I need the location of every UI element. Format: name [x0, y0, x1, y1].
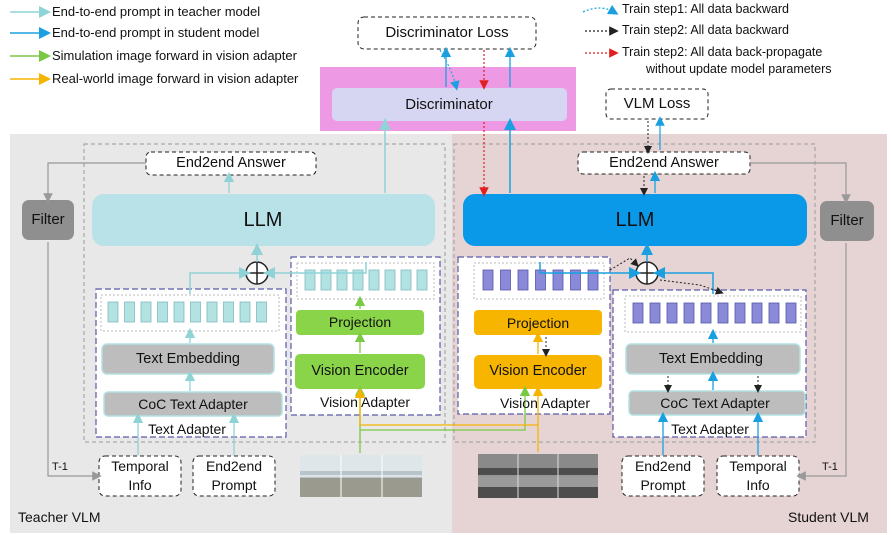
- teacher-text-token: [223, 301, 234, 323]
- discriminator-label: Discriminator: [405, 96, 493, 113]
- teacher-llm: [92, 194, 435, 246]
- student-coc-adapter: [628, 390, 806, 416]
- teacher-text-token: [157, 301, 168, 323]
- teacher-vision-token: [336, 269, 348, 291]
- discriminator-loss-label: Discriminator Loss: [385, 24, 509, 41]
- legend-simulation-forward: Simulation image forward in vision adapt…: [52, 48, 297, 63]
- teacher-coc-label: CoC Text Adapter: [138, 396, 248, 412]
- student-vision-encoder: [474, 355, 602, 389]
- teacher-vision-adapter-label: Vision Adapter: [319, 394, 411, 410]
- vlm-loss-box: [605, 88, 709, 120]
- legend-step2-propagate-2: without update model parameters: [646, 62, 832, 76]
- student-prompt: [621, 455, 705, 497]
- student-temporal-label-1: Temporal: [729, 458, 787, 474]
- teacher-prompt-label-1: End2end: [205, 458, 263, 474]
- teacher-vlm-title: Teacher VLM: [18, 509, 101, 525]
- teacher-temporal-info: [98, 455, 182, 497]
- student-text-token: [683, 302, 695, 324]
- teacher-vision-token: [416, 269, 428, 291]
- student-vision-token: [482, 269, 494, 291]
- teacher-vision-token: [384, 269, 396, 291]
- teacher-vision-token: [320, 269, 332, 291]
- student-t-minus-1: T-1: [822, 461, 838, 473]
- student-vision-token: [500, 269, 511, 291]
- teacher-text-token: [107, 301, 119, 323]
- teacher-filter-label: Filter: [31, 211, 65, 228]
- student-vision-token: [570, 269, 581, 291]
- student-filter: [820, 201, 874, 241]
- teacher-answer-label: End2end Answer: [176, 155, 286, 171]
- teacher-text-token: [140, 301, 152, 323]
- teacher-text-token: [173, 301, 185, 323]
- legend-step1: Train step1: All data backward: [622, 2, 789, 16]
- real-world-images: [478, 454, 598, 498]
- student-answer-label: End2end Answer: [609, 155, 719, 171]
- teacher-text-embedding-label: Text Embedding: [136, 351, 240, 367]
- vlm-loss-label: VLM Loss: [623, 95, 691, 112]
- student-text-adapter-label: Text Adapter: [671, 421, 749, 437]
- teacher-prompt-label-2: Prompt: [211, 477, 257, 493]
- student-text-token: [649, 302, 661, 324]
- teacher-vision-token: [368, 269, 380, 291]
- student-prompt-label-2: Prompt: [640, 477, 686, 493]
- student-vlm-title: Student VLM: [788, 509, 869, 525]
- teacher-temporal-label-2: Info: [128, 477, 152, 493]
- teacher-coc-adapter: [103, 391, 283, 417]
- student-text-token: [700, 302, 712, 324]
- student-projection: [474, 310, 602, 335]
- legend-teacher-prompt: End-to-end prompt in teacher model: [52, 4, 261, 19]
- legend-step2-propagate: Train step2: All data back-propagate: [622, 45, 823, 59]
- legend-realworld-forward: Real-world image forward in vision adapt…: [52, 71, 299, 86]
- student-llm: [463, 194, 807, 246]
- student-text-token: [751, 302, 763, 324]
- student-text-token: [632, 302, 644, 324]
- legend-left-lines: [10, 6, 51, 85]
- teacher-llm-label: LLM: [243, 209, 283, 231]
- teacher-vision-encoder-label: Vision Encoder: [311, 363, 409, 379]
- student-text-embedding-label: Text Embedding: [659, 351, 763, 367]
- teacher-prompt: [192, 455, 276, 497]
- legend-step2: Train step2: All data backward: [622, 23, 789, 37]
- teacher-text-token: [190, 301, 201, 323]
- legend-right-lines: [582, 4, 619, 58]
- teacher-text-adapter-label: Text Adapter: [148, 421, 226, 437]
- student-text-token: [717, 302, 729, 324]
- student-vision-token: [552, 269, 564, 291]
- teacher-text-token: [124, 301, 135, 323]
- teacher-t-minus-1: T-1: [52, 461, 68, 473]
- teacher-vision-token: [400, 269, 412, 291]
- legend-student-prompt: End-to-end prompt in student model: [52, 25, 260, 40]
- student-vision-token: [517, 269, 529, 291]
- teacher-text-token: [256, 301, 267, 323]
- teacher-projection: [296, 310, 424, 335]
- discriminator-box: [332, 88, 567, 121]
- student-text-token: [666, 302, 678, 324]
- teacher-vision-token: [304, 269, 316, 291]
- student-prompt-label-1: End2end: [634, 458, 692, 474]
- student-coc-label: CoC Text Adapter: [660, 395, 770, 411]
- student-vision-token: [587, 269, 599, 291]
- teacher-projection-label: Projection: [328, 314, 392, 330]
- teacher-filter: [22, 200, 74, 240]
- teacher-vision-token: [352, 269, 364, 291]
- student-filter-label: Filter: [830, 212, 864, 229]
- student-llm-label: LLM: [615, 209, 655, 231]
- teacher-text-token: [206, 301, 218, 323]
- teacher-vision-encoder: [295, 354, 425, 389]
- student-vision-adapter-label: Vision Adapter: [499, 395, 591, 411]
- student-projection-label: Projection: [506, 315, 570, 331]
- student-temporal-label-2: Info: [746, 477, 770, 493]
- teacher-temporal-label-1: Temporal: [111, 458, 169, 474]
- student-text-token: [785, 302, 797, 324]
- student-text-token: [734, 302, 746, 324]
- simulation-images: [300, 455, 422, 497]
- student-text-token: [768, 302, 780, 324]
- teacher-text-token: [239, 301, 251, 323]
- student-vision-encoder-label: Vision Encoder: [489, 363, 587, 379]
